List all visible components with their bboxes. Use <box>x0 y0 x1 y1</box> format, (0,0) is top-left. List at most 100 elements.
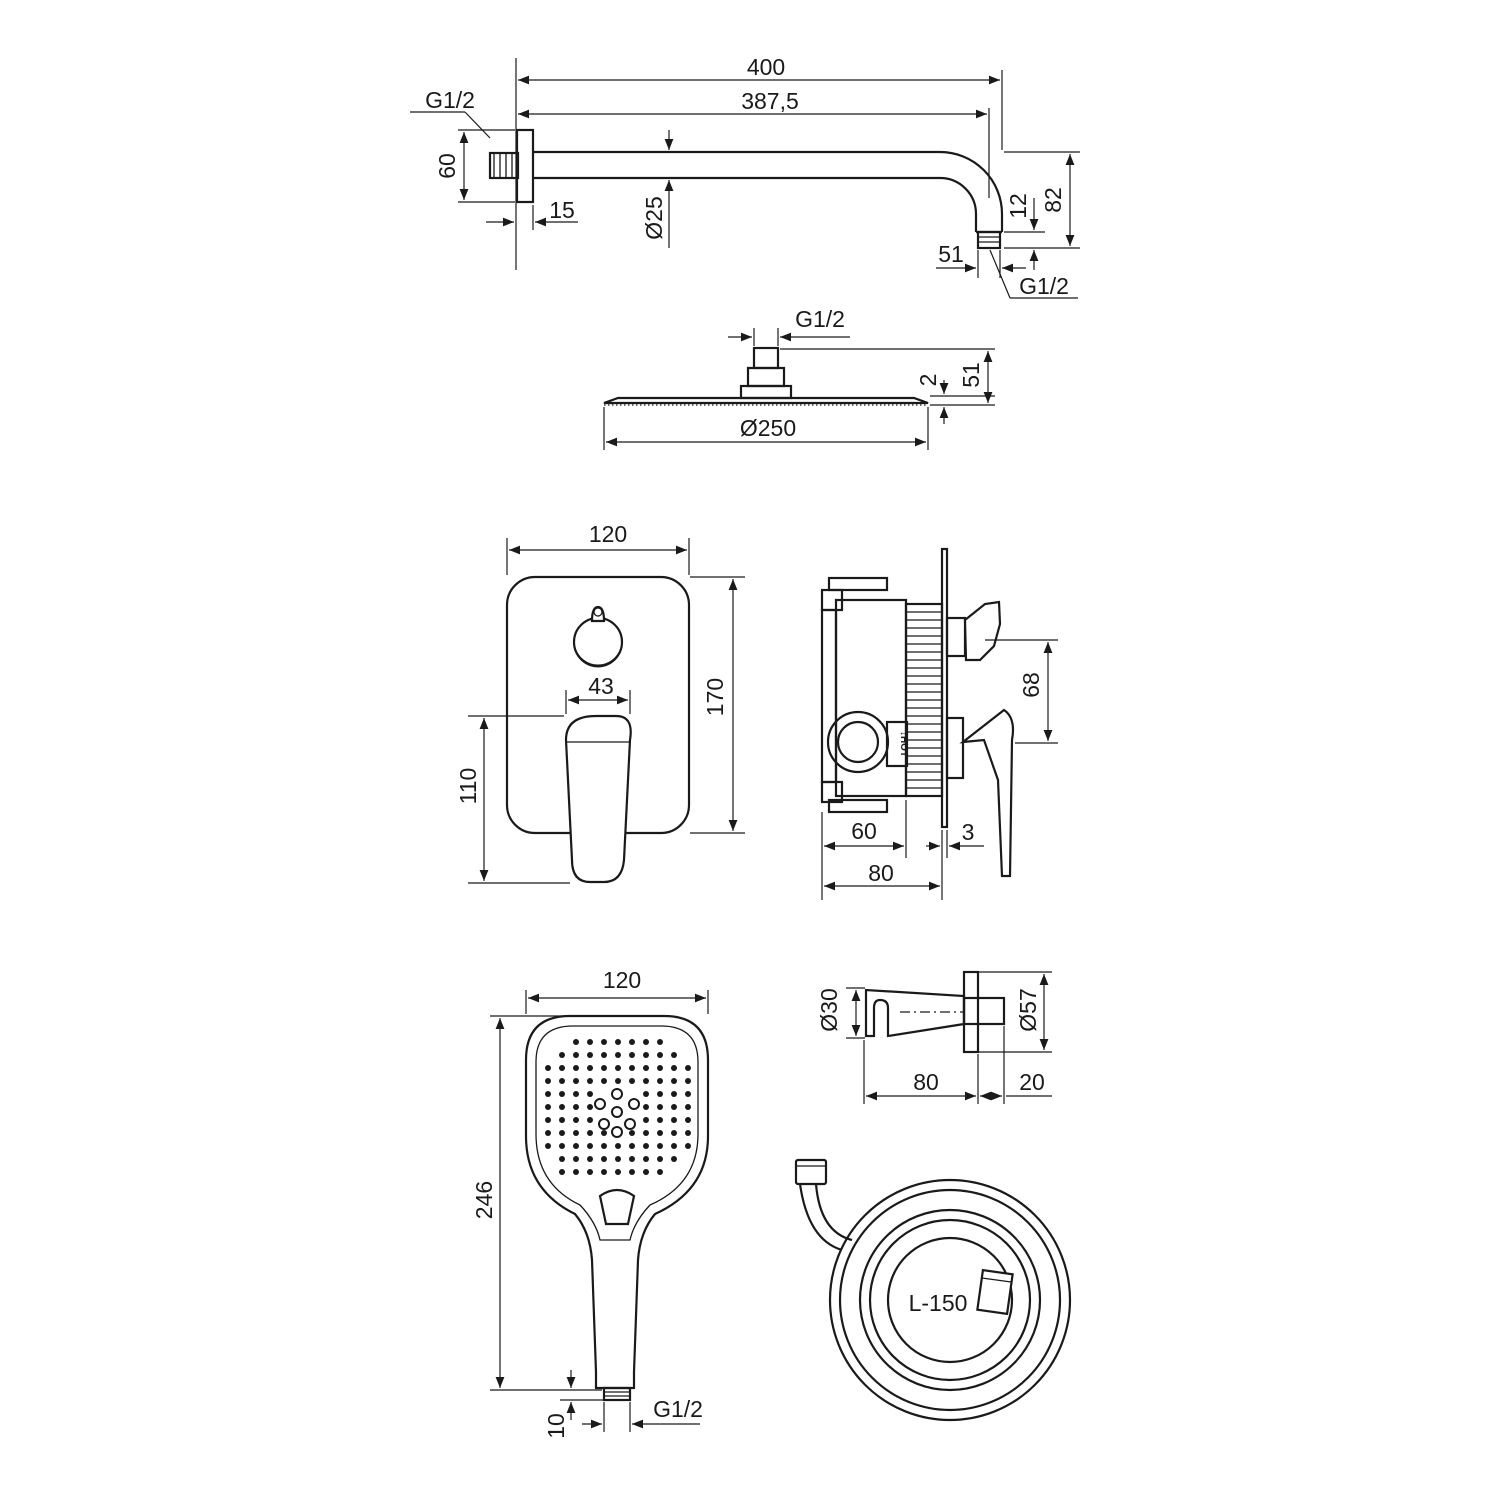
holder-flange-depth: 20 <box>1019 1069 1045 1095</box>
nozzle-dot <box>685 1078 691 1084</box>
thread-lines <box>906 611 942 789</box>
nozzle-dot <box>671 1091 677 1097</box>
nozzle-dot <box>671 1065 677 1071</box>
nozzle-dot <box>573 1052 579 1058</box>
nozzle-dot <box>643 1169 649 1175</box>
nozzle-dot <box>671 1104 677 1110</box>
nozzle-dot <box>643 1117 649 1123</box>
arm-flange: 15 <box>549 197 575 223</box>
nozzle-dot <box>671 1156 677 1162</box>
center-nozzle <box>611 1126 623 1138</box>
mixer-depth-inner: 60 <box>851 818 877 844</box>
shower-head-drawing <box>603 346 929 406</box>
arm-drop: 82 <box>1040 187 1066 213</box>
arm-outlet-thread: G1/2 <box>1019 273 1069 299</box>
nozzle-dot <box>629 1143 635 1149</box>
nozzle-dot <box>671 1130 677 1136</box>
nozzle-dot <box>615 1039 621 1045</box>
center-nozzle <box>611 1088 623 1100</box>
nozzle-dot <box>573 1078 579 1084</box>
hand-shower-length: 246 <box>471 1181 497 1219</box>
nozzle-dot <box>587 1143 593 1149</box>
nozzle-dot <box>573 1130 579 1136</box>
center-nozzle <box>598 1118 610 1130</box>
mixer-side-view: ↓HOT <box>820 547 1058 900</box>
nozzle-dot <box>615 1156 621 1162</box>
nozzle-dot <box>587 1078 593 1084</box>
holder-flange-diameter: Ø57 <box>1015 988 1041 1031</box>
hand-shower-thread: G1/2 <box>653 1396 703 1422</box>
nozzle-dot <box>657 1065 663 1071</box>
nozzle-dot <box>629 1065 635 1071</box>
arm-length-axis: 387,5 <box>741 88 799 114</box>
mixer-cover-plate <box>505 575 691 884</box>
nozzle-dot <box>615 1143 621 1149</box>
nozzle-dot <box>587 1104 593 1110</box>
nozzle-dot <box>657 1130 663 1136</box>
nozzle-dot <box>629 1169 635 1175</box>
nozzle-dot <box>615 1078 621 1084</box>
nozzle-dot <box>629 1078 635 1084</box>
nozzle-dot <box>573 1065 579 1071</box>
shower-arm-drawing <box>488 128 1004 250</box>
nozzle-dot <box>643 1065 649 1071</box>
head-diameter: Ø250 <box>740 415 796 441</box>
nozzle-dot <box>657 1156 663 1162</box>
wall-holder-view: Ø30 Ø57 80 20 <box>816 970 1052 1104</box>
hose-length: L-150 <box>909 1290 968 1316</box>
arm-offset: 51 <box>938 241 964 267</box>
nozzle-dot <box>573 1039 579 1045</box>
nozzle-dot <box>559 1052 565 1058</box>
hand-shower-view: 120 246 10 G1/2 <box>471 967 710 1439</box>
nozzle-dot <box>685 1065 691 1071</box>
nozzle-dot <box>629 1052 635 1058</box>
nozzle-dot <box>587 1117 593 1123</box>
nozzle-dot <box>559 1078 565 1084</box>
nozzle-dot <box>573 1156 579 1162</box>
nozzle-dot <box>643 1052 649 1058</box>
mixer-body-drawing: ↓HOT <box>820 547 1015 878</box>
mixer-front-view: 120 170 43 110 <box>455 521 745 884</box>
nozzle-dot <box>573 1117 579 1123</box>
nozzle-dot <box>587 1065 593 1071</box>
nozzle-dot <box>559 1091 565 1097</box>
lever-width: 43 <box>588 673 614 699</box>
nozzle-dot <box>629 1130 635 1136</box>
arm-length-total: 400 <box>747 54 785 80</box>
nozzle-dot <box>587 1091 593 1097</box>
shower-head-view: G1/2 51 2 Ø250 <box>603 306 995 450</box>
arm-nipple: 12 <box>1005 193 1031 219</box>
center-nozzle <box>628 1098 640 1110</box>
nozzle-dot <box>657 1104 663 1110</box>
nozzle-dot <box>657 1117 663 1123</box>
nozzle-dot <box>601 1078 607 1084</box>
arm-height: 60 <box>434 153 460 179</box>
nozzle-dot <box>685 1130 691 1136</box>
nozzle-dot <box>657 1078 663 1084</box>
nozzle-dot <box>685 1143 691 1149</box>
nozzle-dot <box>545 1091 551 1097</box>
nozzle-dot <box>657 1039 663 1045</box>
nozzle-dot <box>573 1091 579 1097</box>
nozzle-dot <box>573 1104 579 1110</box>
nozzle-dot <box>685 1117 691 1123</box>
nozzle-dot <box>601 1039 607 1045</box>
nozzle-dot <box>587 1130 593 1136</box>
nozzle-dot <box>601 1065 607 1071</box>
spray-nozzles <box>545 1039 691 1175</box>
nozzle-dot <box>685 1104 691 1110</box>
center-nozzle <box>594 1098 606 1110</box>
nozzle-dot <box>559 1104 565 1110</box>
nozzle-dot <box>587 1156 593 1162</box>
nozzle-dot <box>573 1143 579 1149</box>
hand-shower-thread-length: 10 <box>543 1413 569 1439</box>
nozzle-dot <box>671 1052 677 1058</box>
nozzle-dot <box>545 1117 551 1123</box>
nozzle-dot <box>601 1052 607 1058</box>
nozzle-dot <box>643 1143 649 1149</box>
nozzle-dot <box>601 1156 607 1162</box>
nozzle-dot <box>559 1130 565 1136</box>
nozzle-dot <box>601 1130 607 1136</box>
nozzle-dot <box>559 1156 565 1162</box>
